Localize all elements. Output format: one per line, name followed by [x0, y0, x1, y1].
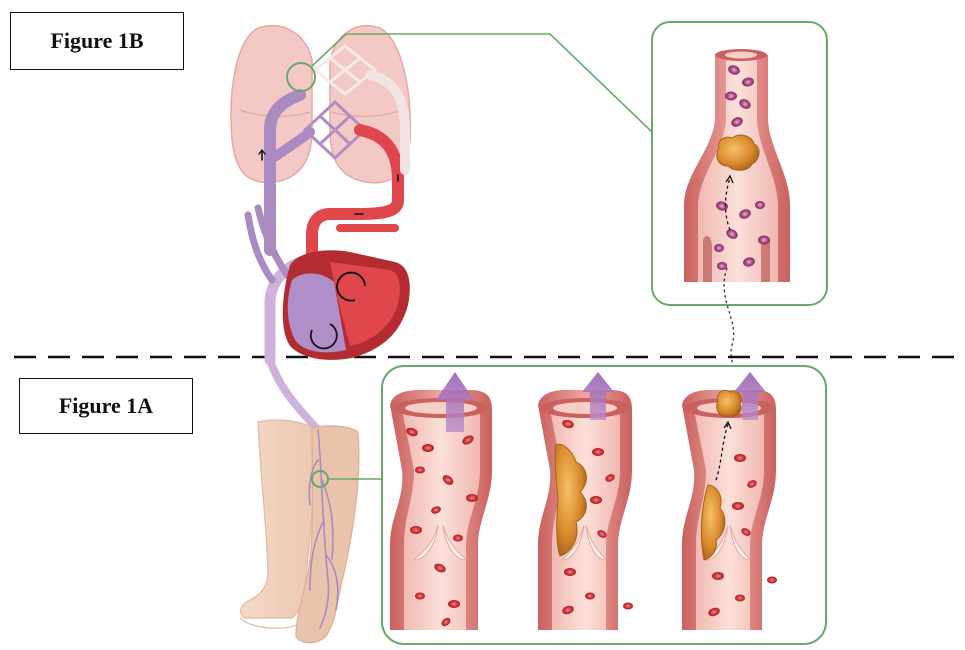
heart: [283, 250, 410, 360]
lungs: [231, 26, 410, 183]
leg: [240, 420, 359, 643]
detached-embolus: [717, 390, 742, 416]
vein-thrombus: [538, 390, 632, 630]
vein-embolus: [682, 390, 776, 630]
vein-normal: [390, 390, 492, 630]
